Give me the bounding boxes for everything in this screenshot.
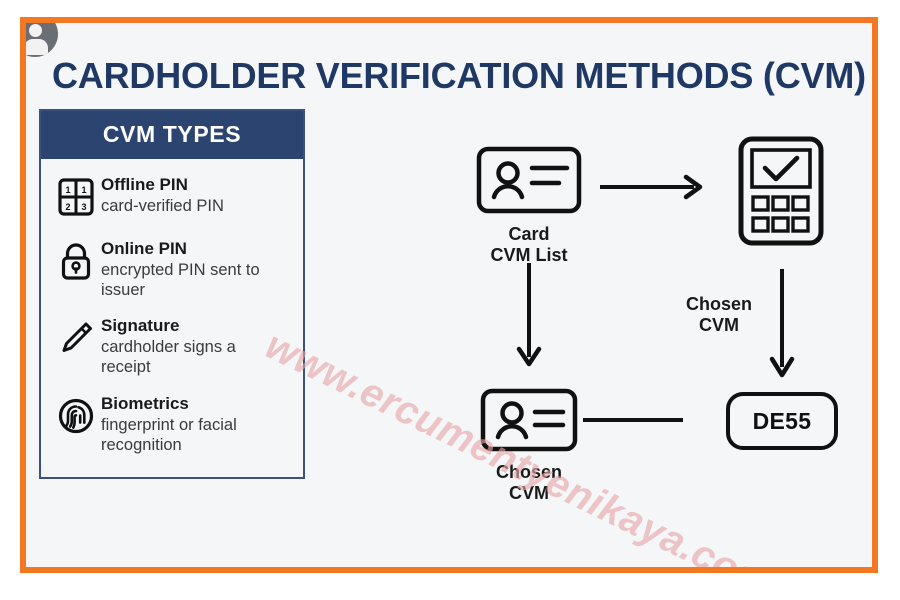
list-item-desc: fingerprint or facial recognition (101, 415, 237, 454)
svg-text:2: 2 (65, 202, 70, 212)
svg-text:3: 3 (81, 202, 86, 212)
svg-text:1: 1 (81, 185, 86, 195)
flow-node-de55: DE55 (726, 392, 838, 450)
list-item-signature: Signature cardholder signs a receipt (53, 316, 289, 377)
list-item-text: Online PIN encrypted PIN sent to issuer (99, 239, 289, 300)
list-item-biometrics: Biometrics fingerprint or facial recogni… (53, 394, 289, 455)
list-item-desc: cardholder signs a receipt (101, 338, 236, 377)
flow-edge-card-to-chosen-cvm (516, 261, 542, 373)
list-item-text: Signature cardholder signs a receipt (99, 316, 289, 377)
flow-edge-label-chosen-cvm: Chosen CVM (685, 294, 752, 336)
de55-box: DE55 (726, 392, 838, 450)
list-item-desc: encrypted PIN sent to issuer (101, 261, 260, 300)
cvm-types-list: 1 1 2 3 Offline PIN card-verified PIN (41, 159, 303, 477)
list-item-text: Offline PIN card-verified PIN (99, 175, 289, 216)
flow-node-card-cvm-list: Card CVM List (454, 143, 604, 266)
flow-edge-chosen-cvm-to-de55 (581, 414, 691, 426)
cvm-types-card: CVM TYPES 1 1 2 3 Offline PIN (39, 109, 305, 479)
list-item-title: Online PIN (101, 239, 187, 258)
pen-icon (53, 316, 99, 364)
page-title: CARDHOLDER VERIFICATION METHODS (CVM) (52, 55, 866, 96)
avatar-body (26, 39, 48, 55)
list-item-desc: card-verified PIN (101, 197, 224, 216)
list-item-title: Offline PIN (101, 175, 188, 194)
flow-node-label: Card CVM List (490, 224, 568, 266)
padlock-icon (53, 239, 99, 287)
id-card-icon (466, 387, 592, 455)
flow-node-label: Chosen CVM (495, 462, 562, 504)
flow-edge-card-to-terminal (598, 174, 708, 200)
id-card-icon (454, 143, 604, 217)
slide-frame: CARDHOLDER VERIFICATION METHODS (CVM) ww… (20, 17, 878, 573)
flow-node-pos-terminal (726, 135, 836, 254)
keypad-icon: 1 1 2 3 (53, 175, 99, 223)
list-item-text: Biometrics fingerprint or facial recogni… (99, 394, 289, 455)
flow-edge-terminal-to-de55 (769, 267, 795, 385)
avatar-head (29, 24, 42, 37)
list-item-title: Biometrics (101, 393, 189, 413)
svg-text:1: 1 (65, 185, 70, 195)
list-item-title: Signature (101, 316, 180, 336)
list-item-offline-pin: 1 1 2 3 Offline PIN card-verified PIN (53, 175, 289, 223)
cvm-types-header: CVM TYPES (41, 111, 303, 159)
flow-node-chosen-cvm: Chosen CVM (466, 387, 592, 504)
flow-diagram: Card CVM List (326, 109, 872, 559)
pos-terminal-icon (726, 135, 836, 247)
user-avatar-badge-icon (26, 23, 58, 57)
fingerprint-icon (53, 394, 99, 442)
list-item-online-pin: Online PIN encrypted PIN sent to issuer (53, 239, 289, 300)
